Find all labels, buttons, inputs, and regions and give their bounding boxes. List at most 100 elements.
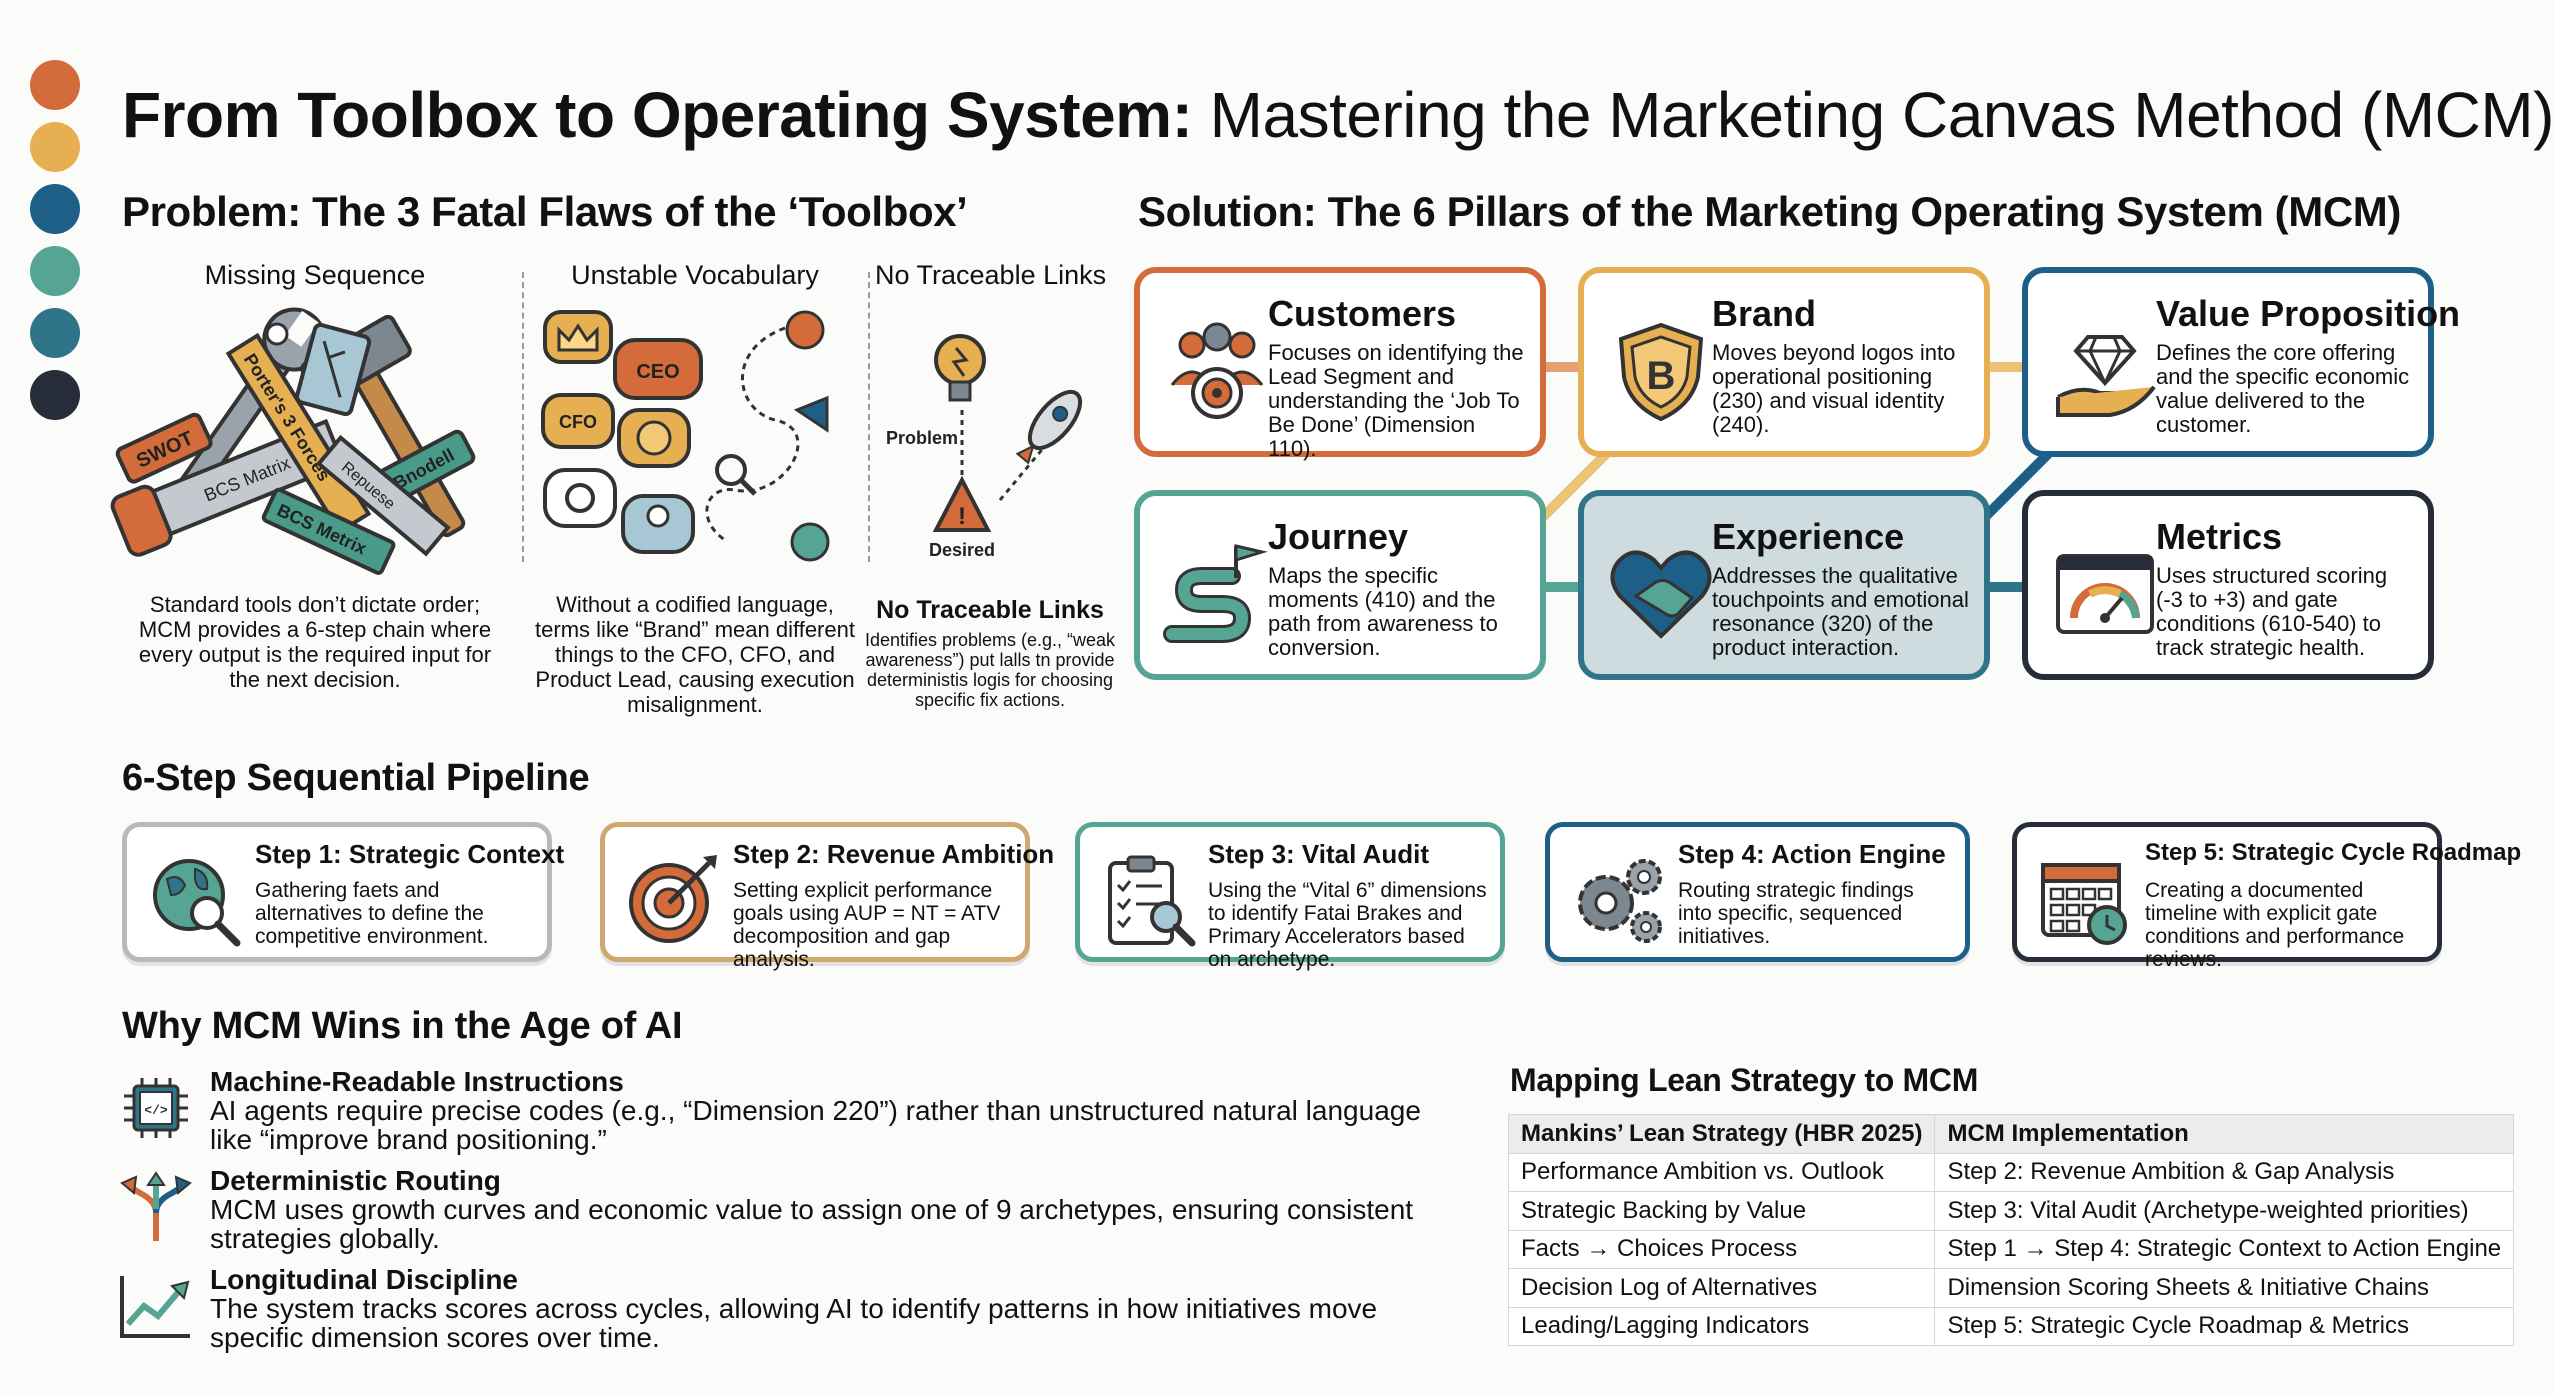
connector [1541, 582, 1583, 592]
winding-path-icon [1163, 544, 1268, 643]
why-machine-readable: </> Machine-Readable Instructions AI age… [118, 1066, 1421, 1158]
heart-handshake-icon [1610, 550, 1712, 639]
swatch-blue [30, 184, 80, 234]
connector [1541, 362, 1583, 372]
svg-text:!: ! [958, 503, 966, 530]
flaw-desc: Without a codified language, terms like … [535, 592, 855, 717]
step-title: Step 2: Revenue Ambition [733, 839, 1055, 869]
pillar-title: Brand [1712, 293, 1817, 334]
customers-target-icon [1170, 322, 1264, 419]
broken-link-icon: Problem ! Desired [886, 334, 1083, 560]
flaw-subtitle: No Traceable Links [876, 596, 1104, 624]
pillar-desc: Defines the core offering and the specif… [2156, 340, 2410, 437]
table-cell: Step 5: Strategic Cycle Roadmap & Metric… [1934, 1306, 2515, 1346]
step-title: Step 5: Strategic Cycle Roadmap [2145, 839, 2522, 866]
table-cell: Strategic Backing by Value [1507, 1191, 1936, 1231]
step-desc: Creating a documented timeline with expl… [2145, 879, 2405, 971]
bubble-label: CFO [559, 412, 597, 432]
chip-code-icon: </> [124, 1078, 188, 1138]
why-deterministic-routing: Deterministic Routing MCM uses growth cu… [118, 1165, 1418, 1257]
pillar-desc: Uses structured scoring (-3 to +3) and g… [2156, 563, 2388, 660]
step-strategic-cycle-roadmap: Step 5: Strategic Cycle Roadmap Creating… [2012, 822, 2521, 971]
pillar-desc: Moves beyond logos into operational posi… [1712, 340, 1956, 437]
why-longitudinal-discipline: Longitudinal Discipline The system track… [118, 1264, 1418, 1356]
swatch-yellow [30, 122, 80, 172]
step-desc: Using the “Vital 6” dimensions to identi… [1208, 879, 1487, 971]
divider [522, 272, 524, 562]
gauge-dashboard-icon [2056, 554, 2154, 634]
table-row: Leading/Lagging Indicators Step 5: Strat… [1507, 1306, 2515, 1346]
pillar-value-proposition: Value Proposition Defines the core offer… [2022, 267, 2460, 457]
why-heading: Why MCM Wins in the Age of AI [122, 1005, 683, 1047]
diagram-label: Desired [929, 540, 995, 560]
pillar-title: Journey [1268, 516, 1409, 557]
target-arrow-icon [629, 855, 717, 943]
column-header: Mankins’ Lean Strategy (HBR 2025) [1507, 1114, 1936, 1154]
column-header: MCM Implementation [1934, 1114, 2515, 1154]
toolbox-icon: BCS Matrix SWOT Porter's 3 Forces Bnodel… [110, 307, 476, 575]
table-cell: Performance Ambition vs. Outlook [1507, 1152, 1936, 1192]
solution-heading: Solution: The 6 Pillars of the Marketing… [1138, 188, 2401, 235]
swatch-petrol [30, 308, 80, 358]
svg-text:B: B [1647, 354, 1676, 398]
divider [868, 272, 870, 562]
table-cell: Decision Log of Alternatives [1507, 1268, 1936, 1308]
bubble-label: CEO [636, 361, 679, 383]
flaw-title: No Traceable Links [875, 260, 1107, 290]
table-header-row: Mankins’ Lean Strategy (HBR 2025) MCM Im… [1507, 1114, 2515, 1154]
connector [1986, 582, 2028, 592]
mapping-heading: Mapping Lean Strategy to MCM [1510, 1062, 1979, 1098]
problem-heading: Problem: The 3 Fatal Flaws of the ‘Toolb… [122, 188, 968, 235]
diagram-label: Problem [886, 428, 958, 448]
pillar-experience: Experience Addresses the qualitative tou… [1578, 490, 1990, 680]
step-desc: Routing strategic findings into specific… [1678, 879, 1914, 948]
pillar-journey: Journey Maps the specific moments (410) … [1134, 490, 1546, 680]
why-desc: MCM uses growth curves and economic valu… [210, 1194, 1414, 1254]
pillar-title: Metrics [2156, 516, 2283, 557]
pillar-metrics: Metrics Uses structured scoring (-3 to +… [2022, 490, 2434, 680]
pillar-title: Experience [1712, 516, 1905, 557]
table-row: Performance Ambition vs. Outlook Step 2:… [1507, 1152, 2515, 1192]
svg-text:</>: </> [144, 1103, 168, 1118]
pillar-desc: Focuses on identifying the Lead Segment … [1268, 340, 1524, 461]
step-vital-audit: Step 3: Vital Audit Using the “Vital 6” … [1075, 822, 1505, 971]
brand-shield-icon: B [1618, 322, 1704, 422]
checklist-magnifier-icon [1108, 855, 1196, 947]
step-title: Step 3: Vital Audit [1208, 839, 1430, 869]
pillar-title: Value Proposition [2156, 293, 2461, 334]
why-desc: The system tracks scores across cycles, … [210, 1293, 1378, 1353]
pillar-title: Customers [1268, 293, 1457, 334]
step-strategic-context: Step 1: Strategic Context Gathering faet… [122, 822, 564, 962]
table-cell: Step 3: Vital Audit (Archetype-weighted … [1934, 1191, 2515, 1231]
pillar-desc: Addresses the qualitative touchpoints an… [1712, 563, 1969, 660]
calendar-clock-icon [2041, 863, 2127, 945]
swatch-navy [30, 370, 80, 420]
pillar-desc: Maps the specific moments (410) and the … [1268, 563, 1498, 660]
table-cell: Leading/Lagging Indicators [1507, 1306, 1936, 1346]
globe-magnifier-icon [153, 859, 241, 947]
step-title: Step 1: Strategic Context [255, 839, 565, 869]
swatch-orange [30, 60, 80, 110]
table-cell: Step 1 → Step 4: Strategic Context to Ac… [1934, 1229, 2515, 1269]
table-cell: Step 2: Revenue Ambition & Gap Analysis [1934, 1152, 2515, 1192]
table-cell: Facts → Choices Process [1507, 1229, 1936, 1269]
split-arrows-icon [120, 1171, 192, 1241]
diamond-hand-icon [2056, 335, 2156, 417]
why-desc: AI agents require precise codes (e.g., “… [210, 1095, 1421, 1155]
speech-bubbles-icon: CEO CFO [541, 310, 830, 562]
table-row: Decision Log of Alternatives Dimension S… [1507, 1268, 2515, 1308]
table-row: Facts → Choices Process Step 1 → Step 4:… [1507, 1229, 2515, 1269]
swatch-teal [30, 246, 80, 296]
color-palette [30, 60, 82, 432]
page-title-bold: From Toolbox to Operating System: [122, 79, 1193, 151]
table-row: Strategic Backing by Value Step 3: Vital… [1507, 1191, 2515, 1231]
flaw-desc: Standard tools don’t dictate order; MCM … [138, 592, 492, 692]
flaw-missing-sequence: Missing Sequence [132, 260, 498, 291]
pillar-customers: Customers Focuses on identifying the Lea… [1134, 267, 1546, 461]
table-cell: Dimension Scoring Sheets & Initiative Ch… [1934, 1268, 2515, 1308]
flaw-desc: Identifies problems (e.g., “weak awarene… [864, 630, 1116, 710]
why-title: Machine-Readable Instructions [210, 1066, 624, 1097]
gears-icon [1578, 859, 1662, 943]
flaw-no-traceable-links: No Traceable Links [875, 260, 1107, 291]
step-title: Step 4: Action Engine [1678, 839, 1946, 869]
